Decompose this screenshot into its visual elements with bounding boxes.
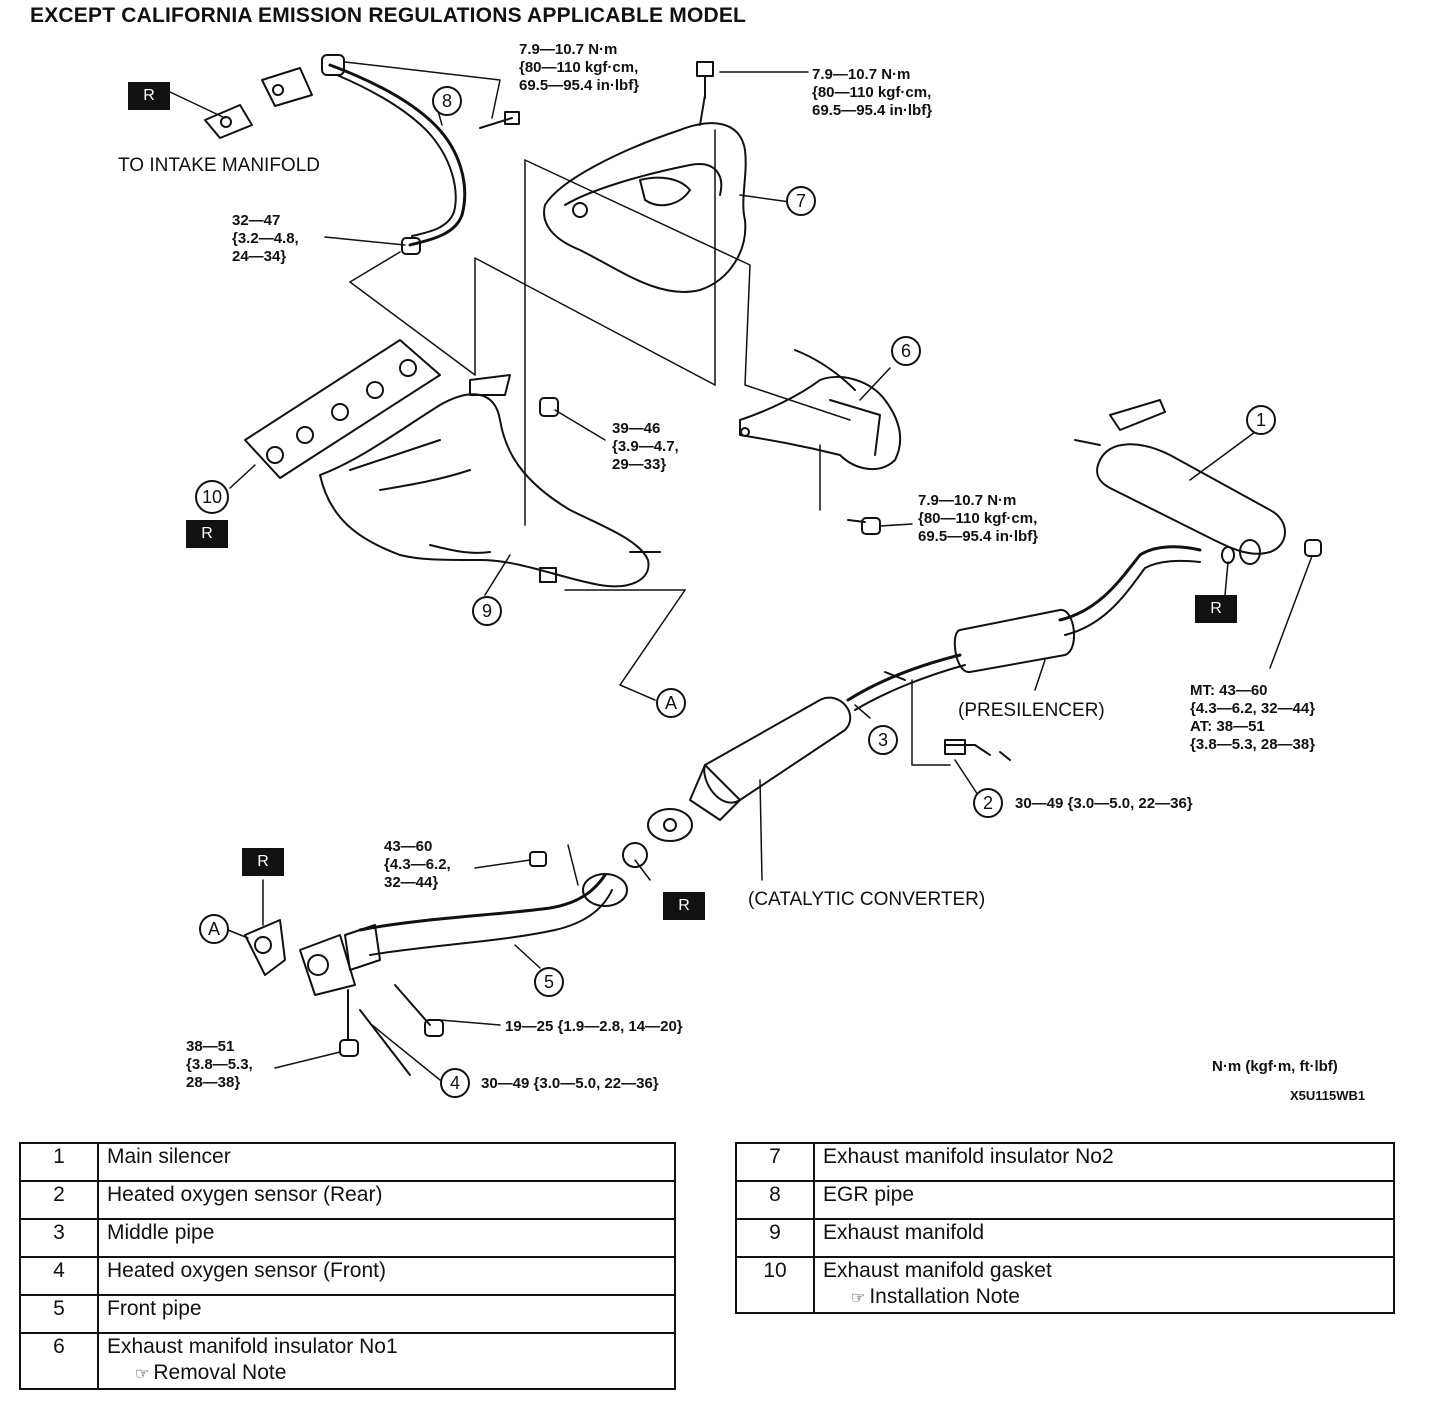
- legend-number: 8: [735, 1180, 815, 1220]
- manifold-gasket: [244, 339, 441, 479]
- legend-part-cell: Heated oxygen sensor (Rear): [97, 1180, 676, 1220]
- torque-front-pipe-nut: 43—60 {4.3—6.2, 32—44}: [384, 838, 451, 891]
- replace-mark-silencer: R: [1195, 595, 1237, 623]
- guide-lines: [349, 129, 951, 766]
- legend-part-name: Exhaust manifold insulator No2: [823, 1145, 1114, 1168]
- legend-number: 9: [735, 1218, 815, 1258]
- callout-9: 9: [472, 596, 502, 626]
- torque-insulator-no1: 7.9—10.7 N·m {80—110 kgf·cm, 69.5—95.4 i…: [918, 492, 1039, 545]
- legend-part-name: EGR pipe: [823, 1183, 915, 1206]
- legend-part-cell: Middle pipe: [97, 1218, 676, 1258]
- reference-hand-icon: ☞: [135, 1366, 150, 1383]
- front-pipe: [299, 851, 628, 1076]
- legend-note-text: Installation Note: [869, 1285, 1020, 1308]
- main-silencer: [1074, 399, 1322, 565]
- legend-part-cell: Exhaust manifold insulator No1☞Removal N…: [97, 1332, 676, 1390]
- torque-front-flange: 38—51 {3.8—5.3, 28—38}: [186, 1038, 253, 1091]
- figure-code: X5U115WB1: [1290, 1088, 1366, 1103]
- torque-egr-nut: 32—47 {3.2—4.8, 24—34}: [232, 212, 299, 265]
- label-intake-manifold: TO INTAKE MANIFOLD: [118, 155, 320, 176]
- legend-row: 5 Front pipe: [19, 1294, 676, 1334]
- replace-mark-catalytic: R: [663, 892, 705, 920]
- front-gasket: [244, 919, 286, 976]
- replace-mark-front: R: [242, 848, 284, 876]
- torque-egr-top: 7.9—10.7 N·m {80—110 kgf·cm, 69.5—95.4 i…: [519, 41, 640, 94]
- torque-sensor-rear: 30—49 {3.0—5.0, 22—36}: [1015, 795, 1193, 812]
- legend-part-cell: Front pipe: [97, 1294, 676, 1334]
- legend-number: 5: [19, 1294, 99, 1334]
- exhaust-manifold: [319, 374, 661, 588]
- legend-part-name: Front pipe: [107, 1297, 202, 1320]
- legend-number: 7: [735, 1142, 815, 1182]
- legend-row: 7 Exhaust manifold insulator No2: [735, 1142, 1395, 1182]
- legend-row: 3 Middle pipe: [19, 1218, 676, 1258]
- insulator-no1: [739, 349, 902, 535]
- label-catalytic-converter: (CATALYTIC CONVERTER): [748, 889, 986, 910]
- legend-part-cell: EGR pipe: [813, 1180, 1395, 1220]
- legend-part-name: Main silencer: [107, 1145, 231, 1168]
- legend-row: 9 Exhaust manifold: [735, 1218, 1395, 1258]
- page-title: EXCEPT CALIFORNIA EMISSION REGULATIONS A…: [30, 4, 747, 27]
- callout-8: 8: [432, 86, 462, 116]
- legend-table-right: 7 Exhaust manifold insulator No2 8 EGR pipe…: [735, 1142, 1395, 1314]
- catalytic-converter: [622, 696, 852, 868]
- legend-part-cell: Heated oxygen sensor (Front): [97, 1256, 676, 1296]
- callout-5: 5: [534, 967, 564, 997]
- callout-a-top: A: [656, 688, 686, 718]
- legend-part-name: Exhaust manifold insulator No1: [107, 1335, 398, 1358]
- legend-part-cell: Main silencer: [97, 1142, 676, 1182]
- legend-table-left: 1 Main silencer 2 Heated oxygen sensor (Rea…: [19, 1142, 676, 1390]
- callout-2: 2: [973, 788, 1003, 818]
- legend-number: 1: [19, 1142, 99, 1182]
- torque-sensor-front: 30—49 {3.0—5.0, 22—36}: [481, 1075, 659, 1092]
- callout-a-bottom: A: [199, 914, 229, 944]
- legend-note[interactable]: ☞Installation Note: [823, 1284, 1385, 1312]
- label-presilencer: (PRESILENCER): [958, 700, 1105, 721]
- legend-note[interactable]: ☞Removal Note: [107, 1360, 666, 1388]
- callout-7: 7: [786, 186, 816, 216]
- egr-pipe: [204, 54, 520, 255]
- legend-row: 8 EGR pipe: [735, 1180, 1395, 1220]
- middle-pipe: [846, 545, 1202, 711]
- replace-mark-gasket: R: [186, 520, 228, 548]
- legend-number: 4: [19, 1256, 99, 1296]
- legend-part-cell: Exhaust manifold: [813, 1218, 1395, 1258]
- legend-part-name: Exhaust manifold gasket: [823, 1259, 1052, 1282]
- torque-insulator-no2: 7.9—10.7 N·m {80—110 kgf·cm, 69.5—95.4 i…: [812, 66, 933, 119]
- legend-row: 1 Main silencer: [19, 1142, 676, 1182]
- legend-row: 2 Heated oxygen sensor (Rear): [19, 1180, 676, 1220]
- leader-lines: [169, 61, 1313, 1081]
- replace-mark-egr: R: [128, 82, 170, 110]
- units-label: N·m (kgf·m, ft·lbf): [1212, 1058, 1338, 1075]
- callout-4: 4: [440, 1068, 470, 1098]
- oxygen-sensors: [944, 739, 1011, 761]
- callout-6: 6: [891, 336, 921, 366]
- callout-3: 3: [868, 725, 898, 755]
- legend-part-name: Middle pipe: [107, 1221, 215, 1244]
- insulator-no2: [543, 61, 747, 293]
- legend-row: 4 Heated oxygen sensor (Front): [19, 1256, 676, 1296]
- torque-silencer: MT: 43—60 {4.3—6.2, 32—44} AT: 38—51 {3.…: [1190, 682, 1316, 753]
- legend-part-name: Heated oxygen sensor (Rear): [107, 1183, 383, 1206]
- legend-part-name: Heated oxygen sensor (Front): [107, 1259, 386, 1282]
- legend-part-name: Exhaust manifold: [823, 1221, 985, 1244]
- torque-manifold: 39—46 {3.9—4.7, 29—33}: [612, 420, 679, 473]
- legend-number: 2: [19, 1180, 99, 1220]
- torque-bracket: 19—25 {1.9—2.8, 14—20}: [505, 1018, 683, 1035]
- callout-1: 1: [1246, 405, 1276, 435]
- legend-note-text: Removal Note: [153, 1361, 287, 1384]
- legend-part-cell: Exhaust manifold insulator No2: [813, 1142, 1395, 1182]
- legend-part-cell: Exhaust manifold gasket☞Installation Not…: [813, 1256, 1395, 1314]
- legend-number: 3: [19, 1218, 99, 1258]
- reference-hand-icon: ☞: [851, 1290, 866, 1307]
- legend-number: 6: [19, 1332, 99, 1390]
- callout-10: 10: [195, 480, 229, 514]
- legend-number: 10: [735, 1256, 815, 1314]
